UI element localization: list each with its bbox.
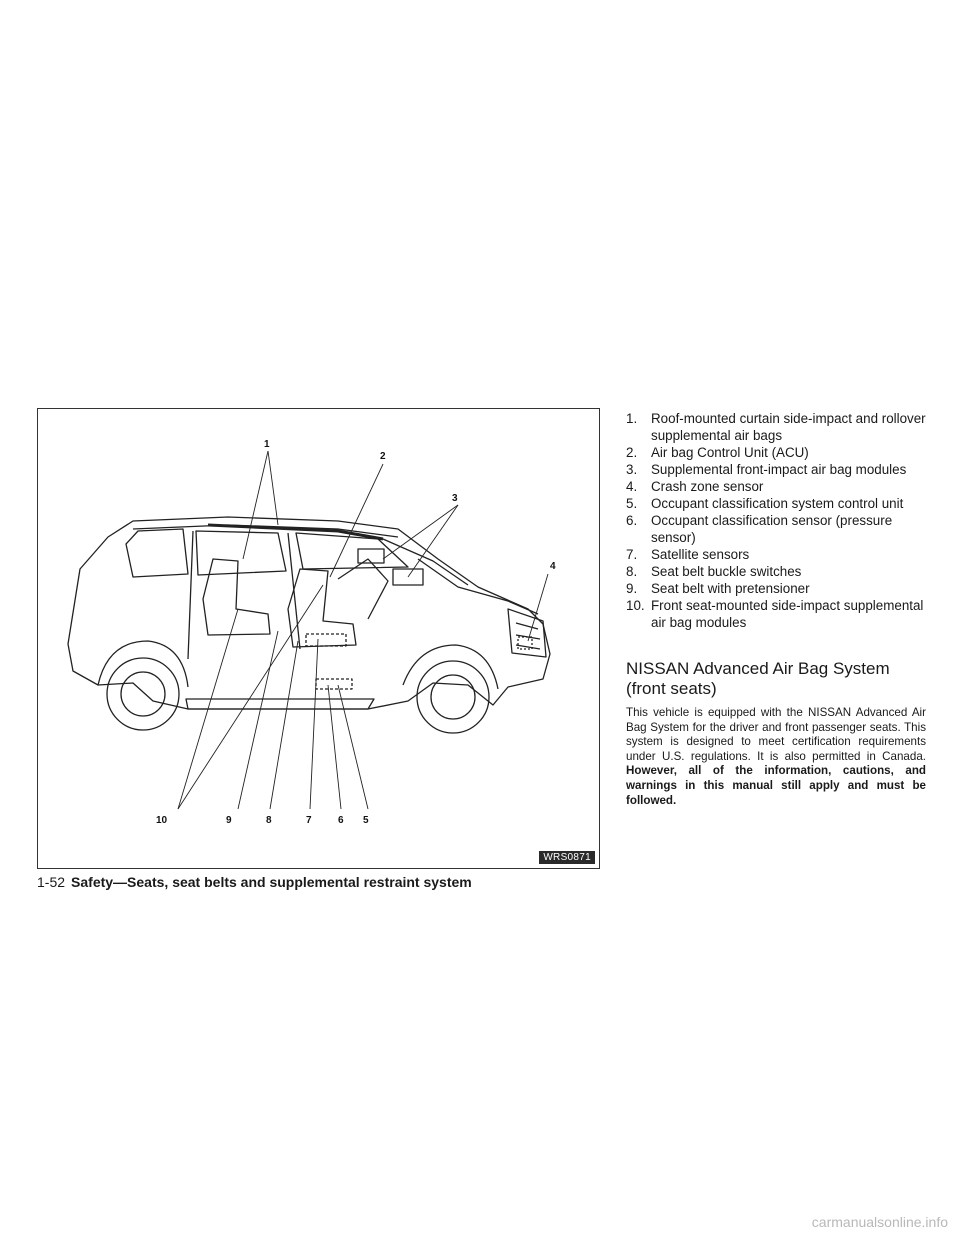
vehicle-cutaway-illustration: 1 2 3 4 5 6 7 8 9 10 <box>67 439 556 826</box>
legend-item: 6.Occupant classification sensor (pressu… <box>626 513 893 545</box>
callout-2: 2 <box>380 451 386 462</box>
rear-seat <box>202 558 271 636</box>
legend-item: 8.Seat belt buckle switches <box>626 564 802 579</box>
section-body-text: This vehicle is equipped with the NISSAN… <box>626 706 926 763</box>
legend-item: 10.Front seat-mounted side-impact supple… <box>626 598 924 630</box>
front-seat <box>287 568 357 648</box>
section-heading: NISSAN Advanced Air Bag System (front se… <box>626 659 890 698</box>
page-footer: 1-52 Safety—Seats, seat belts and supplem… <box>37 874 472 890</box>
callout-4: 4 <box>550 561 556 572</box>
footer-section-title: Safety—Seats, seat belts and supplementa… <box>71 874 472 890</box>
legend-item: 3.Supplemental front-impact air bag modu… <box>626 462 907 477</box>
legend-list: 1.Roof-mounted curtain side-impact and r… <box>626 410 926 631</box>
callout-6: 6 <box>338 815 344 826</box>
figure-code: WRS0871 <box>539 851 595 864</box>
section-body-warning: However, all of the information, caution… <box>626 764 926 807</box>
callout-5: 5 <box>363 815 369 826</box>
control-unit-box <box>315 678 353 690</box>
callout-7: 7 <box>306 815 312 826</box>
vehicle-body-outline <box>67 516 551 710</box>
callout-3: 3 <box>452 493 458 504</box>
callout-9: 9 <box>226 815 232 826</box>
roof-curtain-airbag <box>207 523 384 541</box>
callout-10: 10 <box>156 815 168 826</box>
legend-item: 2.Air bag Control Unit (ACU) <box>626 445 809 460</box>
callout-1: 1 <box>264 439 270 450</box>
page-number: 1-52 <box>37 874 66 890</box>
legend-item: 9.Seat belt with pretensioner <box>626 581 810 596</box>
front-airbag-module <box>357 548 385 564</box>
legend-item: 4.Crash zone sensor <box>626 479 764 494</box>
section-body: This vehicle is equipped with the NISSAN… <box>626 706 926 808</box>
callout-8: 8 <box>266 815 272 826</box>
airbag-system-figure: 1 2 3 4 5 6 7 8 9 10 WRS0871 <box>37 408 600 869</box>
satellite-sensor-box <box>305 633 347 647</box>
legend-item: 7.Satellite sensors <box>626 547 750 562</box>
watermark: carmanualsonline.info <box>811 1214 948 1230</box>
legend-item: 1.Roof-mounted curtain side-impact and r… <box>626 411 926 443</box>
legend-item: 5.Occupant classification system control… <box>626 496 904 511</box>
crash-zone-sensor-box <box>517 636 533 650</box>
